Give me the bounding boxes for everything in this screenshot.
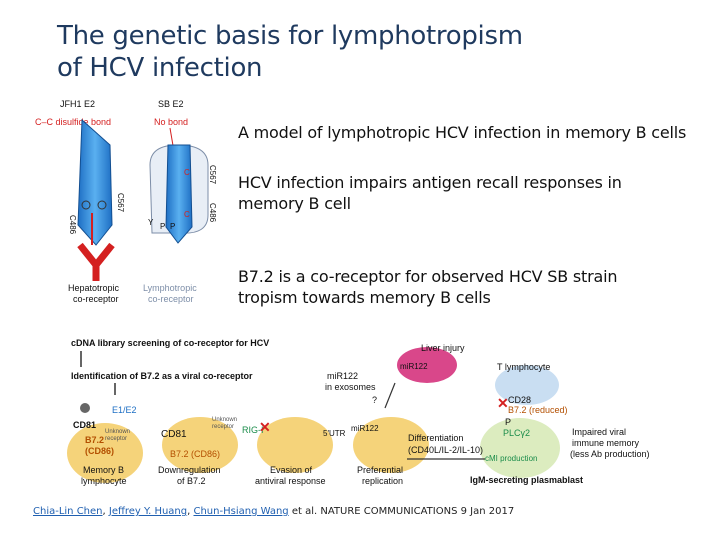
preferential-label-1: Preferential <box>357 465 403 475</box>
b72-cd86-label: B7.2 (CD86) <box>170 449 220 459</box>
bullet-co-receptor: B7.2 is a co-receptor for observed HCV S… <box>238 267 618 307</box>
c567-left-label: C567 <box>116 193 125 213</box>
unknown-receptor-2b: receptor <box>212 424 234 430</box>
cd28-label: CD28 <box>508 395 531 405</box>
impaired-label-2: immune memory <box>572 438 640 448</box>
utr-label: 5'UTR <box>323 429 346 438</box>
evasion-cell <box>257 417 333 473</box>
title-line-2: of HCV infection <box>57 53 263 83</box>
block-x-icon-2: ✕ <box>497 395 509 411</box>
title-line-1: The genetic basis for lymphotropism <box>57 21 523 51</box>
bullet-impairs: HCV infection impairs antigen recall res… <box>238 173 622 213</box>
p-label-1: P <box>160 222 165 231</box>
lymphotropic-label-1: Lymphotropic <box>143 283 197 293</box>
plcg2-label: PLCγ2 <box>503 428 530 438</box>
e1e2-label: E1/E2 <box>112 405 137 415</box>
hepatotropic-receptor-arms <box>77 242 115 269</box>
no-bond-label: No bond <box>154 117 188 127</box>
downregulation-label-2: of B7.2 <box>177 476 206 486</box>
step-cdna-screening: cDNA library screening of co-receptor fo… <box>71 338 269 348</box>
y-label: Y <box>148 218 154 227</box>
jfh1-e2-protein <box>77 118 113 246</box>
preferential-label-2: replication <box>362 476 403 486</box>
unknown-receptor-1b: receptor <box>105 436 127 442</box>
downregulation-label-1: Downregulation <box>158 465 221 475</box>
b72-label: B7.2 <box>85 435 104 445</box>
step-identification: Identification of B7.2 as a viral co-rec… <box>71 371 253 381</box>
memory-b-label-2: lymphocyte <box>81 476 127 486</box>
c486-label: C486 <box>68 215 77 235</box>
citation: Chia-Lin Chen, Jeffrey Y. Huang, Chun-Hs… <box>33 506 515 517</box>
impaired-label-1: Impaired viral <box>572 427 626 437</box>
mir122-exo-label-2: in exosomes <box>325 382 376 392</box>
evasion-label-2: antiviral response <box>255 476 326 486</box>
lymphotropic-model-figure: cDNA library screening of co-receptor fo… <box>67 338 650 486</box>
liver-injury-label: Liver injury <box>421 343 465 353</box>
cc-bond-label: C–C disulfide bond <box>35 117 111 127</box>
sb-e2-label: SB E2 <box>158 99 184 109</box>
hepatotropic-label-2: co-receptor <box>73 294 119 304</box>
author-link-2[interactable]: Jeffrey Y. Huang <box>108 506 188 517</box>
virus-icon <box>80 403 90 413</box>
cd81-second-label: CD81 <box>161 429 187 440</box>
cd86-label: (CD86) <box>85 446 114 456</box>
impaired-label-3: (less Ab production) <box>570 449 650 459</box>
author-link-3[interactable]: Chun-Hsiang Wang <box>193 506 289 517</box>
c486-right-label: C486 <box>208 203 217 223</box>
exosome-arrow <box>384 382 396 409</box>
p-phospho-label: P <box>505 417 511 427</box>
sb-e2-protein <box>165 144 193 244</box>
block-x-icon-1: ✕ <box>259 419 271 435</box>
memory-b-cell <box>67 423 143 483</box>
mir122-liver-label: miR122 <box>400 362 428 371</box>
downregulation-cell <box>162 417 238 473</box>
bullet-model: A model of lymphotropic HCV infection in… <box>238 123 687 142</box>
citation-source: et al. NATURE COMMUNICATIONS 9 Jan 2017 <box>288 506 515 517</box>
author-link-1[interactable]: Chia-Lin Chen <box>33 506 103 517</box>
c567-right-label: C567 <box>208 165 217 185</box>
liver-shape <box>397 347 457 383</box>
c567-site <box>97 200 107 210</box>
plasmablast-cell <box>480 418 560 478</box>
mir122-exo-label-1: miR122 <box>327 371 358 381</box>
hepatotropic-label-1: Hepatotropic <box>68 283 120 293</box>
c-label-2: C <box>184 210 190 219</box>
memory-b-label-1: Memory B <box>83 465 124 475</box>
c486-site <box>81 200 91 210</box>
t-lymphocyte-shape <box>495 365 559 405</box>
mir122-cell-label: miR122 <box>351 424 379 433</box>
page-title: The genetic basis for lymphotropism of H… <box>57 20 677 84</box>
igm-plasmablast-label: IgM-secreting plasmablast <box>470 475 583 485</box>
p-label-2: P <box>170 222 175 231</box>
evasion-label-1: Evasion of <box>270 465 313 475</box>
e2-coreceptor-figure: JFH1 E2 SB E2 C–C disulfide bond No bond… <box>35 99 217 304</box>
cd40l-label: (CD40L/IL-2/IL-10) <box>408 445 483 455</box>
b72-reduced-label: B7.2 (reduced) <box>508 405 568 415</box>
rig-i-label: RIG-I <box>242 425 264 435</box>
lymphotropic-label-2: co-receptor <box>148 294 194 304</box>
unknown-receptor-2a: Unknown <box>212 417 237 423</box>
cmi-production-label: cMI production <box>485 454 537 463</box>
t-lymphocyte-label: T lymphocyte <box>497 362 550 372</box>
question-label: ? <box>372 395 377 405</box>
cd81-label: CD81 <box>73 420 96 430</box>
jfh1-e2-label: JFH1 E2 <box>60 99 95 109</box>
differentiation-label: Differentiation <box>408 433 463 443</box>
c-label-1: C <box>184 168 190 177</box>
unknown-receptor-1a: Unknown <box>105 429 130 435</box>
